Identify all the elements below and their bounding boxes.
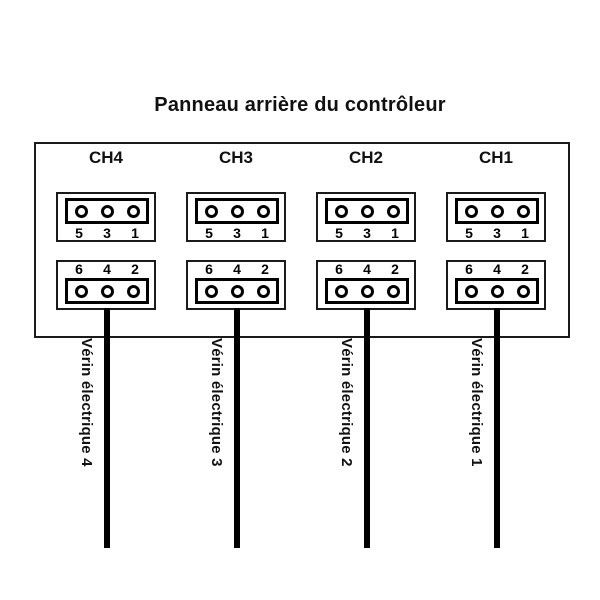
pin-hole-icon[interactable] <box>230 204 244 218</box>
ch4-top-pin-housing <box>65 198 149 224</box>
pin-hole-icon[interactable] <box>126 204 140 218</box>
ch3-bottom-pin-numbers: 6 4 2 <box>195 261 279 277</box>
pin-number: 2 <box>521 261 529 277</box>
pin-hole-icon[interactable] <box>334 284 348 298</box>
actuator-label-2: Vérin électrique 2 <box>338 338 355 467</box>
ch1-bottom-connector[interactable]: 6 4 2 <box>446 260 546 310</box>
pin-hole-icon[interactable] <box>204 284 218 298</box>
pin-number: 6 <box>465 261 473 277</box>
channel-group-ch4: CH4 5 3 1 6 4 2 <box>48 148 164 548</box>
actuator-label-3: Vérin électrique 3 <box>208 338 225 467</box>
ch1-cable <box>494 308 500 548</box>
channel-group-ch3: CH3 5 3 1 6 4 2 <box>178 148 294 548</box>
ch3-bottom-pin-housing <box>195 278 279 304</box>
page-title: Panneau arrière du contrôleur <box>154 94 446 116</box>
pin-hole-icon[interactable] <box>386 204 400 218</box>
ch1-bottom-pin-numbers: 6 4 2 <box>455 261 539 277</box>
pin-number: 6 <box>205 261 213 277</box>
ch1-bottom-pin-housing <box>455 278 539 304</box>
channel-label-ch4: CH4 <box>88 148 123 167</box>
ch2-bottom-pin-numbers: 6 4 2 <box>325 261 409 277</box>
pin-hole-icon[interactable] <box>516 204 530 218</box>
pin-number: 5 <box>205 225 213 241</box>
ch1-top-pin-numbers: 5 3 1 <box>455 225 539 241</box>
pin-hole-icon[interactable] <box>490 204 504 218</box>
pin-hole-icon[interactable] <box>230 284 244 298</box>
pin-number: 1 <box>521 225 529 241</box>
ch3-top-pin-numbers: 5 3 1 <box>195 225 279 241</box>
ch2-top-pin-numbers: 5 3 1 <box>325 225 409 241</box>
pin-number: 2 <box>391 261 399 277</box>
ch2-bottom-connector[interactable]: 6 4 2 <box>316 260 416 310</box>
pin-hole-icon[interactable] <box>386 284 400 298</box>
pin-hole-icon[interactable] <box>74 284 88 298</box>
pin-hole-icon[interactable] <box>100 284 114 298</box>
pin-hole-icon[interactable] <box>464 204 478 218</box>
channel-label-ch1: CH1 <box>478 148 513 167</box>
pin-hole-icon[interactable] <box>74 204 88 218</box>
ch4-cable <box>104 308 110 548</box>
channel-label-ch2: CH2 <box>348 148 383 167</box>
ch4-bottom-pin-housing <box>65 278 149 304</box>
pin-hole-icon[interactable] <box>126 284 140 298</box>
pin-number: 6 <box>75 261 83 277</box>
pin-number: 3 <box>233 225 241 241</box>
pin-number: 3 <box>103 225 111 241</box>
ch1-top-pin-housing <box>455 198 539 224</box>
ch2-cable <box>364 308 370 548</box>
pin-hole-icon[interactable] <box>360 204 374 218</box>
pin-number: 3 <box>493 225 501 241</box>
pin-hole-icon[interactable] <box>204 204 218 218</box>
pin-hole-icon[interactable] <box>360 284 374 298</box>
pin-number: 4 <box>233 261 241 277</box>
ch3-top-connector[interactable]: 5 3 1 <box>186 192 286 242</box>
ch4-top-connector[interactable]: 5 3 1 <box>56 192 156 242</box>
ch3-top-pin-housing <box>195 198 279 224</box>
pin-hole-icon[interactable] <box>256 204 270 218</box>
ch2-top-pin-housing <box>325 198 409 224</box>
ch3-cable <box>234 308 240 548</box>
channel-group-ch2: CH2 5 3 1 6 4 2 <box>308 148 424 548</box>
pin-hole-icon[interactable] <box>464 284 478 298</box>
ch4-bottom-pin-numbers: 6 4 2 <box>65 261 149 277</box>
pin-hole-icon[interactable] <box>516 284 530 298</box>
pin-number: 4 <box>363 261 371 277</box>
pin-hole-icon[interactable] <box>490 284 504 298</box>
pin-hole-icon[interactable] <box>334 204 348 218</box>
pin-number: 1 <box>391 225 399 241</box>
pin-hole-icon[interactable] <box>100 204 114 218</box>
ch1-top-connector[interactable]: 5 3 1 <box>446 192 546 242</box>
actuator-label-1: Vérin électrique 1 <box>468 338 485 467</box>
pin-number: 3 <box>363 225 371 241</box>
pin-number: 5 <box>465 225 473 241</box>
actuator-label-4: Vérin électrique 4 <box>78 338 95 467</box>
pin-number: 6 <box>335 261 343 277</box>
pin-number: 5 <box>75 225 83 241</box>
pin-hole-icon[interactable] <box>256 284 270 298</box>
channel-label-ch3: CH3 <box>218 148 253 167</box>
ch2-bottom-pin-housing <box>325 278 409 304</box>
pin-number: 2 <box>261 261 269 277</box>
pin-number: 5 <box>335 225 343 241</box>
ch4-bottom-connector[interactable]: 6 4 2 <box>56 260 156 310</box>
pin-number: 4 <box>493 261 501 277</box>
ch2-top-connector[interactable]: 5 3 1 <box>316 192 416 242</box>
pin-number: 1 <box>261 225 269 241</box>
pin-number: 1 <box>131 225 139 241</box>
channel-group-ch1: CH1 5 3 1 6 4 2 <box>438 148 554 548</box>
pin-number: 2 <box>131 261 139 277</box>
ch3-bottom-connector[interactable]: 6 4 2 <box>186 260 286 310</box>
ch4-top-pin-numbers: 5 3 1 <box>65 225 149 241</box>
pin-number: 4 <box>103 261 111 277</box>
